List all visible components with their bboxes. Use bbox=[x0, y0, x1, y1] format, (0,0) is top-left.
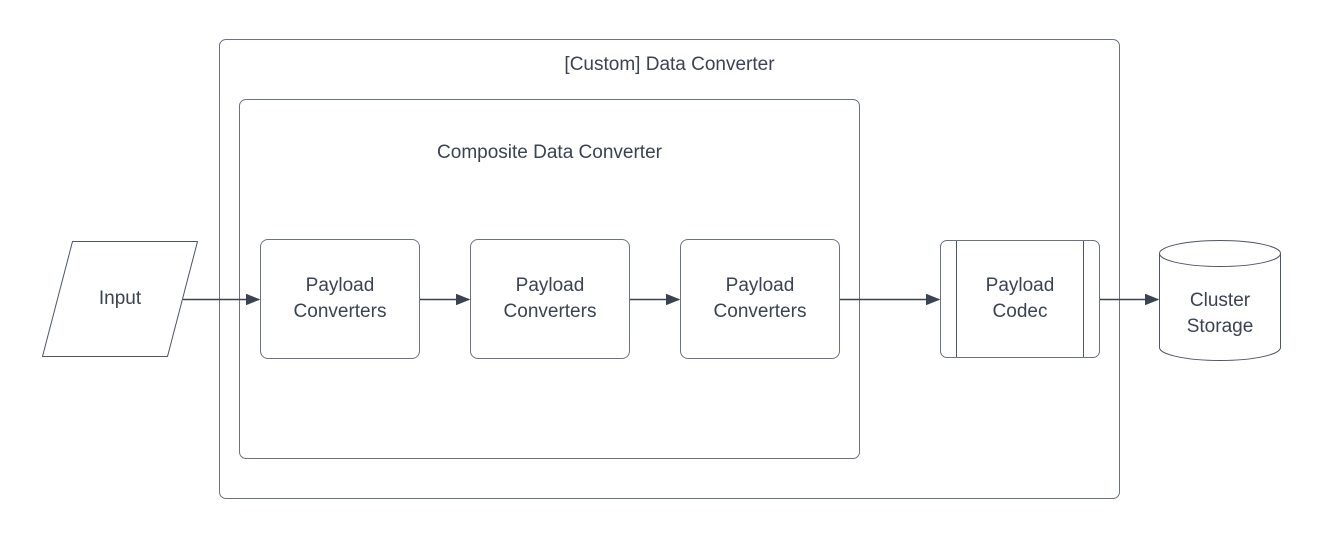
node-payload-converters-3-label: Payload Converters bbox=[713, 275, 807, 322]
parallelogram-shape bbox=[42, 241, 198, 357]
node-payload-codec: Payload Codec bbox=[940, 240, 1100, 358]
group-custom-data-converter-label: [Custom] Data Converter bbox=[564, 54, 775, 75]
cylinder-shape bbox=[1159, 240, 1281, 361]
node-payload-converters-3: Payload Converters bbox=[680, 239, 840, 359]
codec-right-bar bbox=[1083, 241, 1084, 357]
group-composite-data-converter: Composite Data Converter bbox=[239, 99, 860, 459]
node-payload-converters-2: Payload Converters bbox=[470, 239, 630, 359]
node-payload-converters-2-label: Payload Converters bbox=[503, 275, 597, 322]
node-payload-converters-1: Payload Converters bbox=[260, 239, 420, 359]
node-cluster-storage: Cluster Storage bbox=[1159, 240, 1281, 361]
node-input: Input bbox=[42, 241, 198, 357]
group-composite-data-converter-label: Composite Data Converter bbox=[437, 142, 662, 163]
node-input-label: Input bbox=[98, 288, 142, 309]
codec-left-bar bbox=[956, 241, 957, 357]
node-payload-codec-label: Payload Codec bbox=[985, 275, 1055, 322]
node-cluster-storage-label: Cluster Storage bbox=[1186, 289, 1254, 337]
node-payload-converters-1-label: Payload Converters bbox=[293, 275, 387, 322]
group-custom-data-converter: [Custom] Data Converter bbox=[219, 39, 1120, 499]
